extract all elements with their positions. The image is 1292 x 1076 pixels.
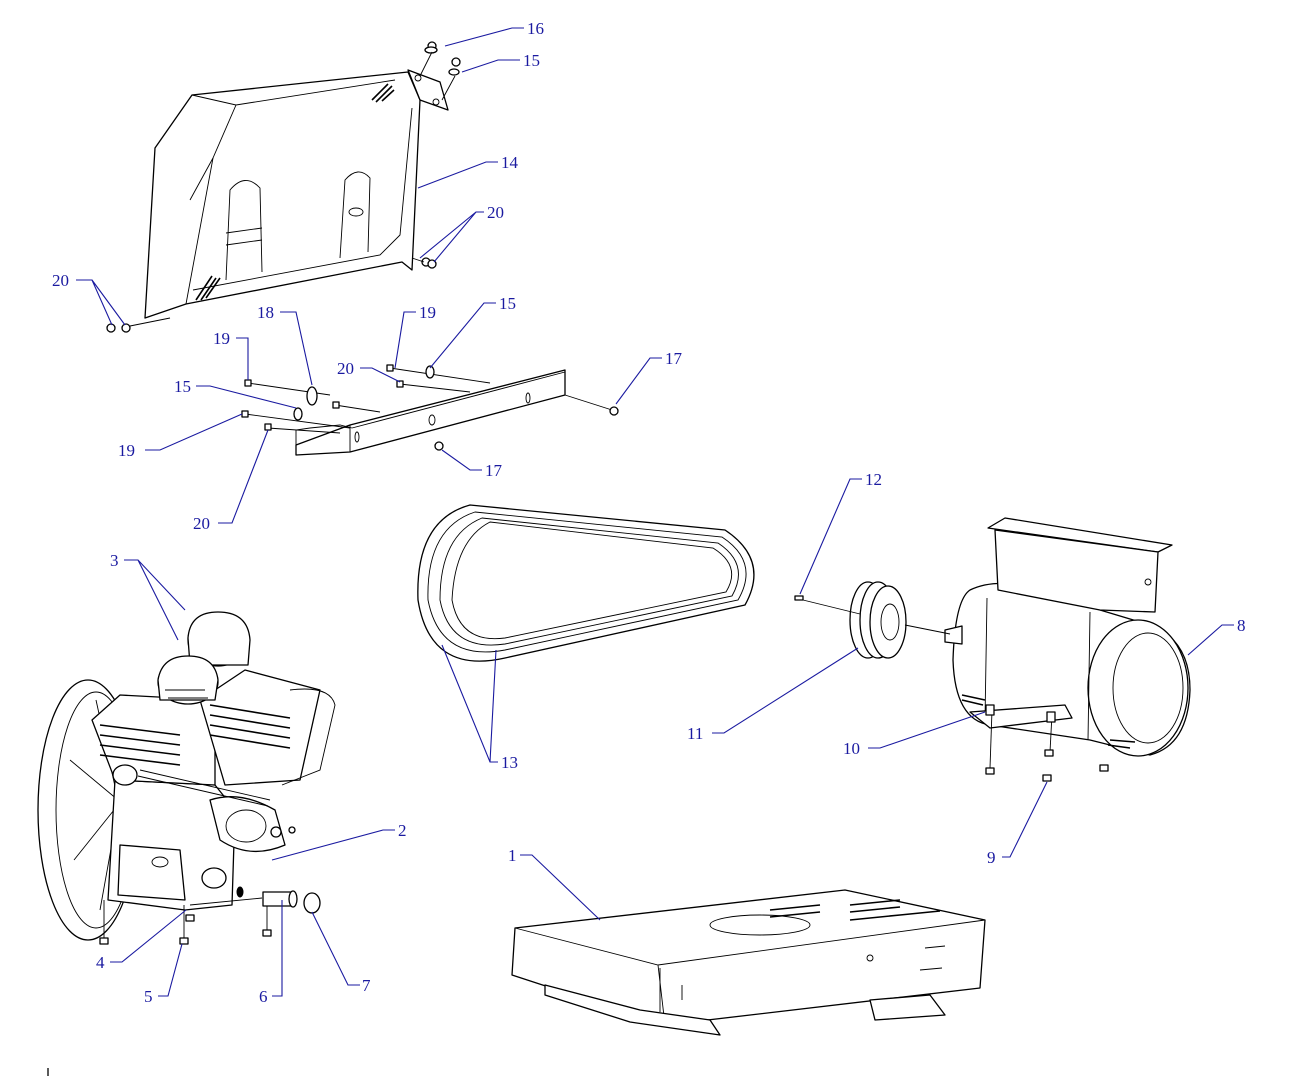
callout-3: 3	[110, 551, 119, 570]
callout-leaders	[76, 27, 1234, 997]
callout-20-guard-right: 20	[487, 203, 504, 222]
belt-guard-cover	[144, 69, 449, 319]
callout-17-lower: 17	[485, 461, 503, 480]
callout-19-upper-right: 19	[419, 303, 436, 322]
callout-16: 16	[527, 19, 544, 38]
callout-1: 1	[508, 846, 517, 865]
callout-13: 13	[501, 753, 518, 772]
callout-labels: 16 15 14 20 20 18 19 19 15 20 17 15 19 1…	[52, 19, 1246, 1006]
callout-8: 8	[1237, 616, 1246, 635]
air-filters	[157, 611, 251, 705]
callout-2: 2	[398, 821, 407, 840]
callout-15-right: 15	[499, 294, 516, 313]
guard-bracket	[295, 369, 566, 456]
electric-motor	[944, 517, 1191, 757]
callout-20-bracket-upper: 20	[337, 359, 354, 378]
callout-17-right: 17	[665, 349, 683, 368]
callout-6: 6	[259, 987, 268, 1006]
callout-14: 14	[501, 153, 519, 172]
callout-11: 11	[687, 724, 703, 743]
compressor-pump	[37, 669, 336, 941]
callout-10: 10	[843, 739, 860, 758]
motor-mount-bolts	[985, 704, 1109, 782]
pulley-key	[794, 595, 861, 615]
bracket-fasteners	[241, 364, 619, 451]
callout-4: 4	[96, 953, 105, 972]
callout-7: 7	[362, 976, 371, 995]
check-valve	[189, 886, 321, 914]
callout-19-upper-left: 19	[213, 329, 230, 348]
callout-9: 9	[987, 848, 996, 867]
pump-fasteners	[99, 900, 272, 945]
callout-18: 18	[257, 303, 274, 322]
base-plate	[511, 889, 986, 1036]
callout-19-lower: 19	[118, 441, 135, 460]
callout-20-bracket-lower: 20	[193, 514, 210, 533]
drive-belt	[417, 504, 755, 662]
callout-15-top: 15	[523, 51, 540, 70]
callout-20-guard-left: 20	[52, 271, 69, 290]
callout-15-left: 15	[174, 377, 191, 396]
callout-5: 5	[144, 987, 153, 1006]
callout-12: 12	[865, 470, 882, 489]
motor-pulley	[849, 581, 951, 659]
